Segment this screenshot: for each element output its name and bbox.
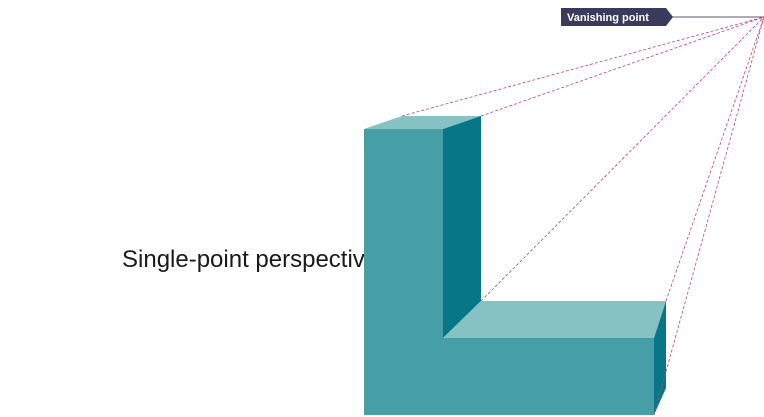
front-face (364, 129, 654, 415)
l-block (364, 116, 666, 415)
guide-line (653, 16, 764, 416)
vanishing-point-label: Vanishing point (567, 12, 649, 24)
vanishing-point-callout: Vanishing point (561, 8, 764, 26)
guide-line (480, 16, 764, 302)
guide-line (401, 16, 764, 117)
side-face-upper (443, 116, 481, 338)
guide-line (480, 16, 764, 117)
guide-lines (401, 16, 764, 416)
vanishing-point-badge (561, 8, 673, 26)
top-face-lower (443, 301, 666, 338)
diagram-caption: Single-point perspective (122, 246, 379, 273)
guide-line (665, 16, 764, 302)
top-face-upper (364, 116, 481, 129)
side-face-lower (654, 301, 666, 415)
